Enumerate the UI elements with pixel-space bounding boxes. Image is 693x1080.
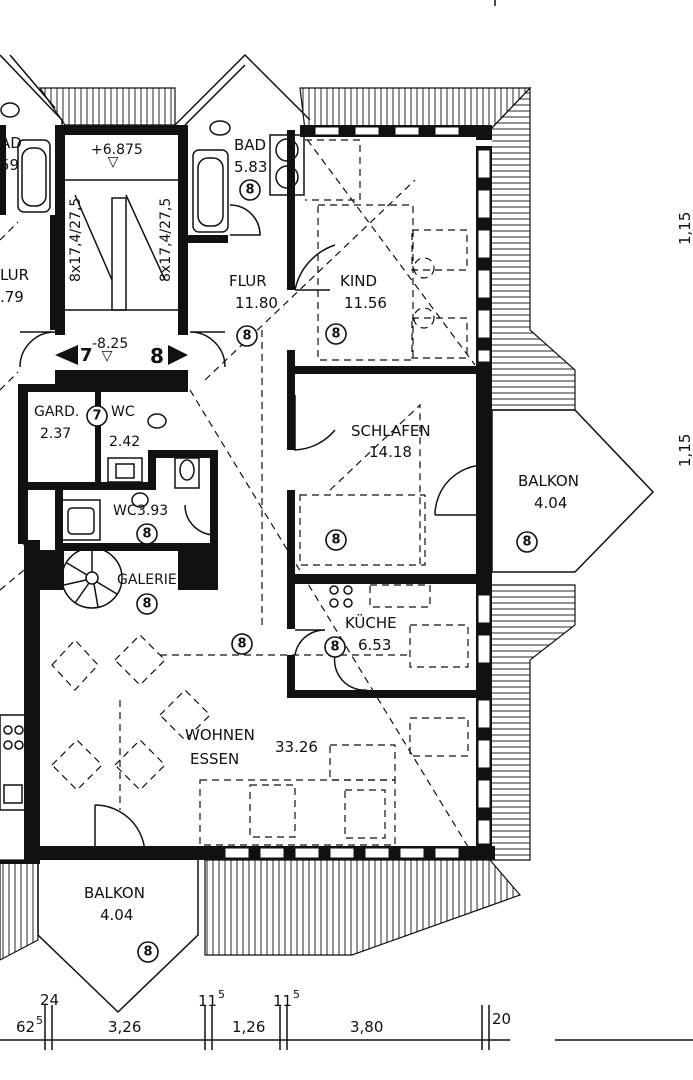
- stair-mid-marker: ▽: [102, 348, 113, 364]
- room-wohnen-name-1: WOHNEN: [185, 726, 255, 744]
- tag-balkon-right: 8: [516, 531, 538, 553]
- dim-right-1: 1,15: [676, 212, 693, 245]
- svg-text:7: 7: [92, 409, 101, 424]
- dim-right-2: 1,15: [676, 434, 693, 467]
- room-wohnen-name-2: ESSEN: [190, 750, 239, 768]
- svg-text:8: 8: [331, 327, 340, 342]
- room-balkon-right-name: BALKON: [518, 472, 579, 490]
- bath-fixtures: [0, 102, 305, 233]
- room-flur-left-name: LUR: [0, 266, 29, 284]
- dim-bottom-7: 3,80: [350, 1018, 383, 1036]
- room-bad-left-name: AD: [0, 134, 22, 152]
- tag-kind: 8: [325, 323, 347, 345]
- room-kind-area: 11.56: [344, 294, 387, 312]
- svg-text:8: 8: [330, 640, 339, 655]
- tag-gard: 7: [86, 405, 108, 427]
- stair-mid-right-num: 8: [150, 344, 164, 368]
- dim-bottom-4: 11: [198, 992, 217, 1010]
- room-bad-area: 5.83: [234, 158, 267, 176]
- balcony-bottom-outline: [37, 860, 199, 1014]
- bottom-dimensions: 62 5 24 3,26 11 5 1,26 11 5 3,80 20: [0, 0, 693, 1050]
- stair: [55, 179, 188, 365]
- room-kind-name: KIND: [340, 272, 377, 290]
- tag-schlafen: 8: [325, 529, 347, 551]
- svg-text:8: 8: [242, 329, 251, 344]
- room-kueche-area: 6.53: [358, 636, 391, 654]
- room-flur-area: 11.80: [235, 294, 278, 312]
- room-wc-name: WC: [113, 503, 137, 519]
- stoves: [0, 551, 213, 811]
- room-bad-left-area: 59: [0, 156, 19, 174]
- room-labels: AD 59 +6.875 ▽ 8x17,4/27,5 8x17,4/27,5 B…: [0, 134, 579, 924]
- room-balkon-bottom-name: BALKON: [84, 884, 145, 902]
- dim-bottom-1-sup: 5: [36, 1014, 43, 1027]
- room-balkon-bottom-area: 4.04: [100, 906, 133, 924]
- stair-top-level: +6.875: [91, 142, 143, 158]
- svg-text:8: 8: [142, 597, 151, 612]
- room-flur-left-area: .79: [0, 288, 24, 306]
- stair-tick-right: 8x17,4/27,5: [158, 198, 174, 282]
- room-gard-area: 2.37: [40, 426, 71, 442]
- roof-top-hatch: [38, 87, 532, 131]
- dashed-lines: [0, 129, 476, 851]
- dim-bottom-2: 24: [40, 991, 59, 1009]
- stair-top-marker: ▽: [108, 154, 119, 170]
- room-schlafen-name: SCHLAFEN: [351, 422, 431, 440]
- balcony-right-outline: [491, 409, 655, 573]
- room-balkon-right-area: 4.04: [534, 494, 567, 512]
- tag-galerie: 8: [136, 593, 158, 615]
- tag-flur: 8: [236, 325, 258, 347]
- room-wc-area: 3.93: [137, 503, 168, 519]
- room-galerie-name: GALERIE: [117, 572, 177, 588]
- wc-fixtures: [61, 413, 200, 541]
- stair-mid-level: -8.25: [92, 336, 128, 352]
- tag-wc: 8: [136, 523, 158, 545]
- room-tags: 8 8 8 7 8 8 8 8 8 8 8: [86, 179, 538, 963]
- dim-bottom-5: 1,26: [232, 1018, 265, 1036]
- dim-bottom-1: 62: [16, 1018, 35, 1036]
- stair-mid-left-num: 7: [80, 345, 93, 366]
- tag-balkon-bottom: 8: [137, 941, 159, 963]
- dim-bottom-8: 20: [492, 1010, 511, 1028]
- svg-text:8: 8: [522, 535, 531, 550]
- doors: [19, 204, 486, 856]
- windows: [224, 126, 491, 859]
- stair-tick-left: 8x17,4/27,5: [68, 198, 84, 282]
- svg-text:8: 8: [331, 533, 340, 548]
- room-wc-small-area: 2.42: [109, 434, 140, 450]
- dim-bottom-6-sup: 5: [293, 988, 300, 1001]
- room-wohnen-area: 33.26: [275, 738, 318, 756]
- room-flur-name: FLUR: [229, 272, 267, 290]
- room-gard-name: GARD.: [34, 404, 79, 420]
- spiral-stair: [61, 547, 123, 609]
- right-dimensions: 1,15 1,15: [676, 212, 693, 467]
- tag-corridor: 8: [231, 633, 253, 655]
- dim-bottom-4-sup: 5: [218, 988, 225, 1001]
- room-bad-name: BAD: [234, 136, 266, 154]
- roof-bottom-hatch: [0, 859, 522, 961]
- room-wc-small-name: WC: [111, 404, 135, 420]
- dim-bottom-3: 3,26: [108, 1018, 141, 1036]
- tag-bad: 8: [239, 179, 261, 201]
- left-walls: [0, 125, 58, 864]
- svg-text:8: 8: [237, 637, 246, 652]
- tag-kueche: 8: [324, 636, 346, 658]
- svg-text:8: 8: [142, 527, 151, 542]
- svg-text:8: 8: [143, 945, 152, 960]
- kitchen-hob: [329, 584, 431, 608]
- room-kueche-name: KÜCHE: [345, 613, 397, 632]
- svg-text:8: 8: [245, 183, 254, 198]
- room-schlafen-area: 14.18: [369, 443, 412, 461]
- dim-bottom-6: 11: [273, 992, 292, 1010]
